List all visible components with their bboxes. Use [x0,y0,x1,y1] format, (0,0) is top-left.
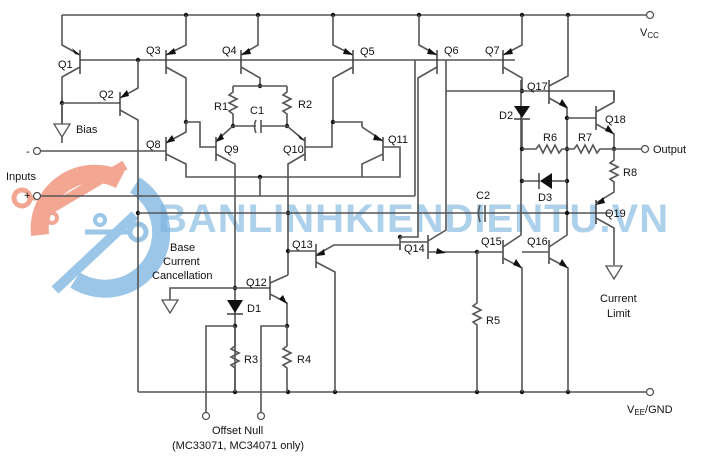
svg-text:Q10: Q10 [283,144,304,156]
svg-text:Q3: Q3 [146,45,161,57]
resistor-r1: R1 [214,86,239,126]
svg-text:D1: D1 [247,303,261,315]
svg-text:Output: Output [653,144,686,156]
svg-text:C1: C1 [250,105,264,117]
svg-text:Q12: Q12 [246,277,267,289]
diode-d3: D3 [519,173,570,204]
diode-d2: D2 [499,106,530,122]
transistor-q9: Q9 [215,125,239,392]
offset-null-terminal-1[interactable] [201,411,211,421]
svg-text:Q11: Q11 [388,134,408,146]
resistor-r5: R5 [471,252,500,392]
svg-text:Q5: Q5 [360,46,375,58]
transistor-q7: Q7 [485,15,523,91]
bias-label: Bias [76,124,98,136]
output-terminal[interactable]: Output [614,144,686,156]
watermark-text: BANLINHKIENDIENTU.VN [158,197,669,241]
svg-text:+: + [24,190,30,202]
resistor-r6: R6 [522,132,567,155]
resistor-r8: R8 [595,149,637,204]
transistor-q11: Q11 [361,126,408,177]
svg-text:Q6: Q6 [444,45,459,57]
vcc-terminal[interactable] [645,10,655,20]
svg-text:R2: R2 [298,99,312,111]
offset-null-models-label: (MC33071, MC34071 only) [172,440,304,452]
capacitor-c2: C2 [476,190,490,223]
svg-text:R3: R3 [244,354,258,366]
diode-d1: D1 [227,300,261,315]
svg-text:Q8: Q8 [146,139,161,151]
svg-text:-: - [26,146,30,158]
svg-text:Q14: Q14 [404,243,425,255]
svg-text:R1: R1 [214,101,228,113]
svg-text:D2: D2 [499,110,513,122]
offset-null-terminal-2[interactable] [256,411,266,421]
transistor-q14: Q14 [400,60,477,259]
transistor-q6: Q6 [417,15,459,228]
base-current-label-2: Current [163,256,200,268]
bias-ground-symbol [52,123,72,139]
svg-text:Q18: Q18 [605,114,626,126]
transistor-q12: Q12 [246,274,289,326]
watermark-logo [11,160,171,298]
svg-text:Q9: Q9 [224,144,239,156]
input-minus[interactable]: - [26,146,166,158]
transistor-q15: Q15 [477,80,523,392]
transistor-q13: Q13 [288,239,401,392]
svg-text:Q16: Q16 [527,236,548,248]
resistor-r2: R2 [281,86,312,126]
svg-text:Q19: Q19 [605,208,626,220]
vee-terminal[interactable] [645,387,655,397]
resistor-r3: R3 [229,326,258,392]
svg-text:R5: R5 [486,315,500,327]
transistor-q2: Q2 [99,60,139,392]
capacitor-c1: C1 [230,105,290,134]
svg-text:Q4: Q4 [222,45,237,57]
transistor-q8: Q8 [146,122,401,178]
svg-text:Q1: Q1 [58,59,73,71]
transistor-q10: Q10 [283,122,333,275]
transistor-q18: Q18 [595,91,626,149]
svg-text:Q17: Q17 [527,81,548,93]
inputs-label: Inputs [6,171,36,183]
offset-null-label: Offset Null [212,425,263,437]
base-current-label-3: Cancellation [152,270,213,282]
svg-text:D3: D3 [538,192,552,204]
input-plus[interactable]: + [24,60,416,202]
resistor-r7: R7 [567,132,614,155]
transistor-q4: Q4 [222,15,261,86]
vcc-label: VCC [640,27,659,40]
svg-text:R6: R6 [543,132,557,144]
current-limit-label-2: Limit [607,308,630,320]
transistor-q19: Q19 [564,197,626,265]
svg-text:R8: R8 [623,167,637,179]
current-limit-symbol [604,265,624,281]
resistor-r4: R4 [281,326,311,392]
svg-text:Q7: Q7 [485,45,500,57]
transistor-q17: Q17 [527,15,569,118]
transistor-q5: Q5 [332,15,375,122]
svg-text:Q15: Q15 [481,236,502,248]
svg-text:Q2: Q2 [99,89,114,101]
transistor-q3: Q3 [146,15,187,120]
svg-text:R4: R4 [297,354,311,366]
base-current-label-1: Base [170,242,195,254]
transistor-q16: Q16 [522,118,569,392]
base-current-ground-symbol [160,299,180,315]
vee-label: VEE/GND [627,404,673,417]
svg-text:C2: C2 [476,190,490,202]
svg-text:R7: R7 [578,132,592,144]
current-limit-label-1: Current [600,293,637,305]
svg-text:Q13: Q13 [292,239,313,251]
